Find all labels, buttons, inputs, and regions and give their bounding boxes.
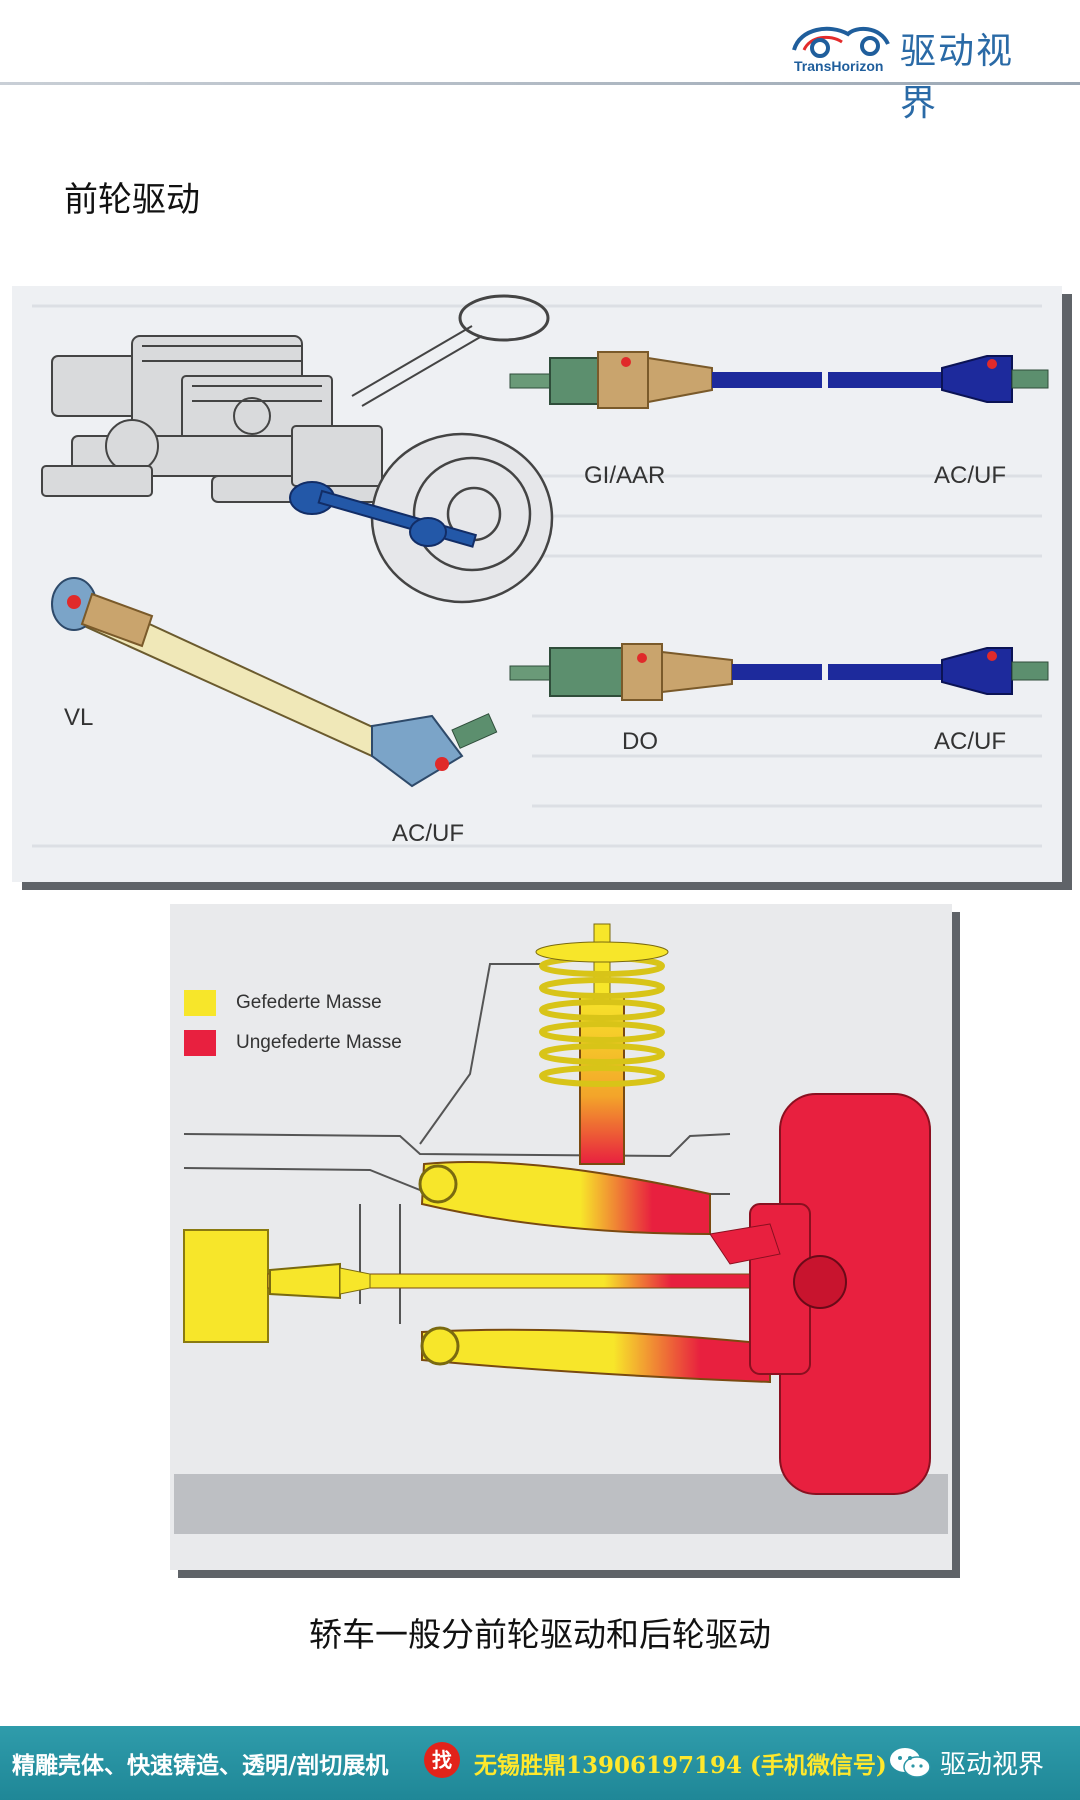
upper-control-arm	[420, 1161, 711, 1236]
label-ac-uf-1: AC/UF	[934, 462, 1006, 489]
label-gi-aar: GI/AAR	[584, 462, 666, 489]
label-ac-uf-2: AC/UF	[934, 728, 1006, 755]
wechat-icon	[890, 1748, 931, 1778]
gearbox	[183, 1229, 269, 1343]
logo-chinese-text: 驱动视界	[900, 31, 1015, 124]
footer-contact-text: 无锡胜鼎13906197194 (手机微信号)	[474, 1752, 887, 1779]
suspension-illustration	[174, 923, 948, 1534]
label-vl: VL	[64, 704, 94, 731]
suspension-mass-figure: Gefederte Masse Ungefederte Masse	[170, 904, 952, 1570]
find-badge: 找	[424, 1742, 460, 1778]
long-drive-shaft	[51, 577, 498, 788]
steering-wheel	[458, 294, 550, 342]
wheel-sketch	[370, 432, 554, 604]
legend-swatch-red	[184, 1030, 216, 1056]
legend-label: Gefederte Masse	[236, 992, 382, 1013]
footer-services-text: 精雕壳体、快速铸造、透明/剖切展机	[12, 1752, 389, 1779]
logo-latin-text: TransHorizon	[794, 58, 884, 74]
page-title: 前轮驱动	[64, 180, 200, 220]
figure-caption: 轿车一般分前轮驱动和后轮驱动	[309, 1615, 771, 1654]
header: TransHorizon 驱动视界	[0, 0, 1080, 124]
transhorizon-logo[interactable]: TransHorizon 驱动视界	[790, 16, 1050, 124]
legend-label: Ungefederte Masse	[236, 1032, 402, 1053]
drive-shaft-illustration	[32, 294, 1049, 848]
legend-sprung-mass: Gefederte Masse	[184, 990, 382, 1016]
label-do: DO	[622, 728, 658, 755]
lower-control-arm	[421, 1328, 771, 1384]
footer-banner: 精雕壳体、快速铸造、透明/剖切展机 找 无锡胜鼎13906197194 (手机微…	[0, 1726, 1080, 1800]
drive-shaft-2	[509, 643, 1049, 701]
coil-spring	[539, 955, 665, 1087]
legend-unsprung-mass: Ungefederte Masse	[184, 1030, 402, 1056]
car-logo-icon	[792, 26, 890, 58]
footer-brand-text: 驱动视界	[940, 1750, 1045, 1780]
installed-drive-shaft	[289, 481, 478, 548]
drive-shaft-1	[509, 351, 1049, 409]
drive-shaft-figure: GI/AAR AC/UF DO AC/UF VL AC/UF	[12, 286, 1062, 882]
header-divider	[0, 82, 1080, 85]
label-ac-uf-3: AC/UF	[392, 820, 464, 847]
legend-swatch-yellow	[184, 990, 216, 1016]
engine-sketch	[41, 335, 453, 503]
